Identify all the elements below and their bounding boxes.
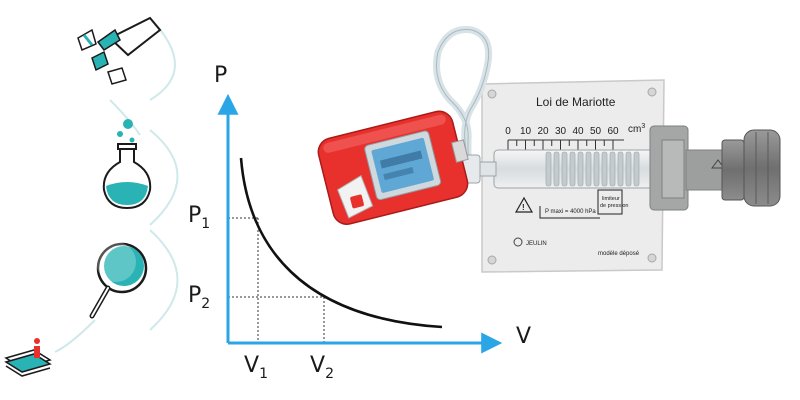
p2-label: P2 [188,283,210,312]
syringe-ring [633,151,640,187]
adjustment-knob[interactable] [721,129,781,207]
v2-label: V2 [310,353,334,382]
syringe-ring [625,151,632,187]
brand-name: JEULIN [526,241,547,247]
v1-label: V1 [244,353,268,382]
warning-text: P maxi = 4000 hPa [545,209,596,215]
syringe-ring [593,151,600,187]
pressure-clamp [649,125,727,211]
scale-label: 10 [520,126,532,137]
writing-hand-icon [77,16,162,85]
p-axis-label: P [214,63,227,88]
scale-label: 30 [555,126,567,137]
isotherm-curve [239,157,443,329]
syringe-ring [585,151,592,187]
apparatus: Loi de Mariotte 0 10 20 30 40 50 60 cm3 ! P ma… [317,25,781,273]
syringe-ring [601,151,608,187]
volume-scale: 0 10 20 30 40 50 60 cm3 [505,123,645,150]
sensor-logo-icon [350,194,364,209]
pressure-sensor [317,110,469,225]
syringe-ring [561,151,568,187]
footer-text: modèle déposé [598,251,640,257]
svg-text:!: ! [522,203,525,212]
book-info-icon [4,338,52,377]
scale-label: 20 [537,126,549,137]
flask-icon [102,119,152,210]
p1-label: P1 [188,203,210,232]
pv-graph: P V P1 P2 V1 V2 [188,63,531,382]
limiter-line1: limiteur [602,196,620,202]
warning-icon [514,196,534,213]
limiter-line2: de pression [600,203,628,209]
scale-label: 0 [505,126,511,137]
syringe-ring [577,151,584,187]
syringe-ring [609,151,616,187]
scale-label: 50 [590,126,602,137]
icon-strip [4,16,179,377]
syringe-ring [545,151,552,187]
board-title: Loi de Mariotte [536,95,616,109]
syringe-ring [553,151,560,187]
syringe [461,149,659,189]
scale-label: 60 [607,126,619,137]
syringe-ring [569,151,576,187]
syringe-ring [617,151,624,187]
v-axis-label: V [516,324,531,349]
magnifier-icon [89,242,148,319]
brand-logo-icon [513,237,523,247]
scale-label: 40 [572,126,584,137]
scale-unit: cm3 [628,123,645,135]
